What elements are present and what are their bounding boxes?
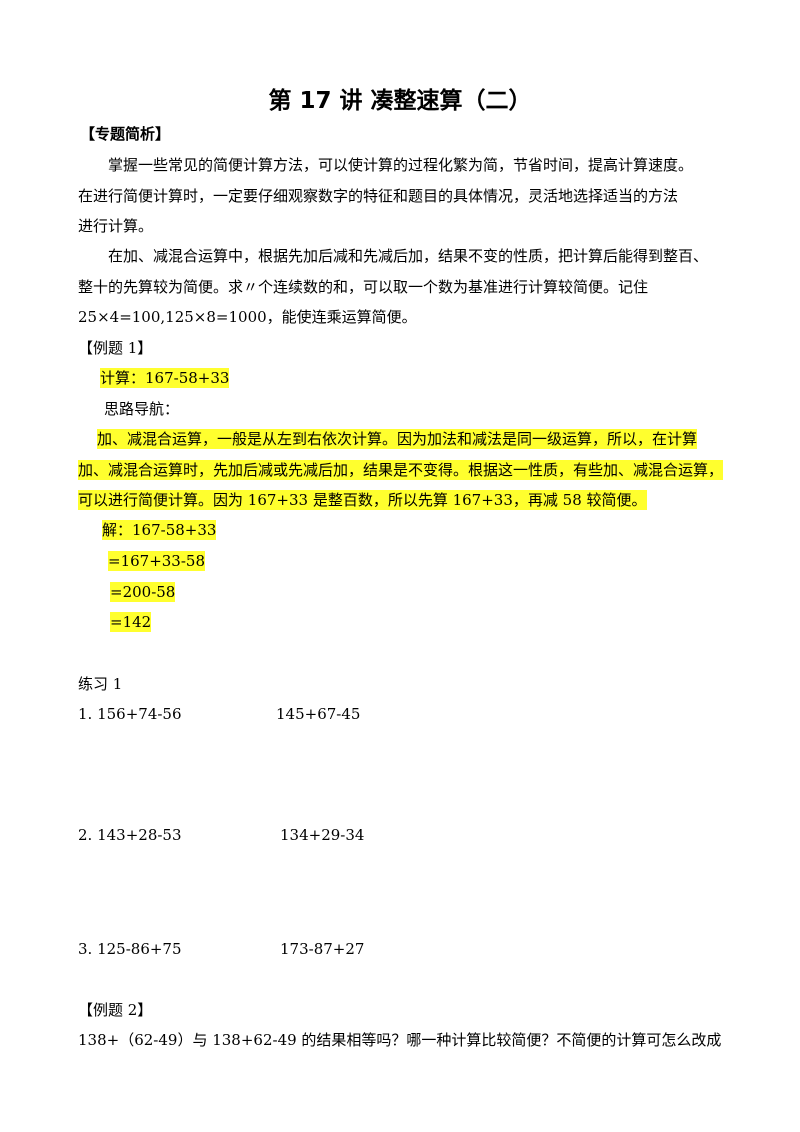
practice1-item-b: 134+29-34 bbox=[280, 826, 365, 844]
example1-heading: 【例题 1】 bbox=[78, 339, 153, 357]
example1-solution-step: =142 bbox=[110, 612, 152, 632]
practice1-item-a: 3. 125-86+75 bbox=[78, 940, 182, 958]
intro-p1-line3: 进行计算。 bbox=[78, 217, 154, 235]
example2-heading: 【例题 2】 bbox=[78, 1001, 153, 1019]
example1-solution-step: =200-58 bbox=[110, 582, 176, 602]
example1-guide-line3: 可以进行简便计算。因为 167+33 是整百数，所以先算 167+33，再减 5… bbox=[78, 490, 647, 510]
example1-solution-step: =167+33-58 bbox=[108, 551, 206, 571]
practice1-item-a: 2. 143+28-53 bbox=[78, 826, 182, 844]
intro-p2-line3: 25×4=100,125×8=1000，能使连乘运算简便。 bbox=[78, 308, 417, 326]
intro-p2-line1: 在加、减混合运算中，根据先加后减和先减后加，结果不变的性质，把计算后能得到整百、 bbox=[108, 247, 709, 265]
example1-guide-line1: 加、减混合运算，一般是从左到右依次计算。因为加法和减法是同一级运算，所以，在计算 bbox=[97, 429, 698, 449]
example1-problem: 计算：167-58+33 bbox=[100, 368, 230, 388]
practice1-item-b: 145+67-45 bbox=[276, 705, 361, 723]
example1-solution-step: 解：167-58+33 bbox=[102, 520, 217, 540]
practice1-item-a: 1. 156+74-56 bbox=[78, 705, 182, 723]
intro-p1-line2: 在进行简便计算时，一定要仔细观察数字的特征和题目的具体情况，灵活地选择适当的方法 bbox=[78, 187, 679, 205]
page-title: 第 17 讲 凑整速算（二） bbox=[268, 88, 532, 114]
example1-guide-line2: 加、减混合运算时，先加后减或先减后加，结果是不变得。根据这一性质，有些加、减混合… bbox=[78, 460, 724, 480]
intro-p2-line2: 整十的先算较为简便。求〃个连续数的和，可以取一个数为基准进行计算较简便。记住 bbox=[78, 278, 649, 296]
practice1-item-b: 173-87+27 bbox=[280, 940, 365, 958]
example1-guide-label: 思路导航： bbox=[104, 400, 180, 418]
section-heading: 【专题简析】 bbox=[80, 125, 171, 143]
practice1-heading: 练习 1 bbox=[78, 675, 123, 693]
intro-p1-line1: 掌握一些常见的简便计算方法，可以使计算的过程化繁为简，节省时间，提高计算速度。 bbox=[108, 156, 694, 174]
example2-line1: 138+（62-49）与 138+62-49 的结果相等吗？哪一种计算比较简便？… bbox=[78, 1031, 722, 1049]
